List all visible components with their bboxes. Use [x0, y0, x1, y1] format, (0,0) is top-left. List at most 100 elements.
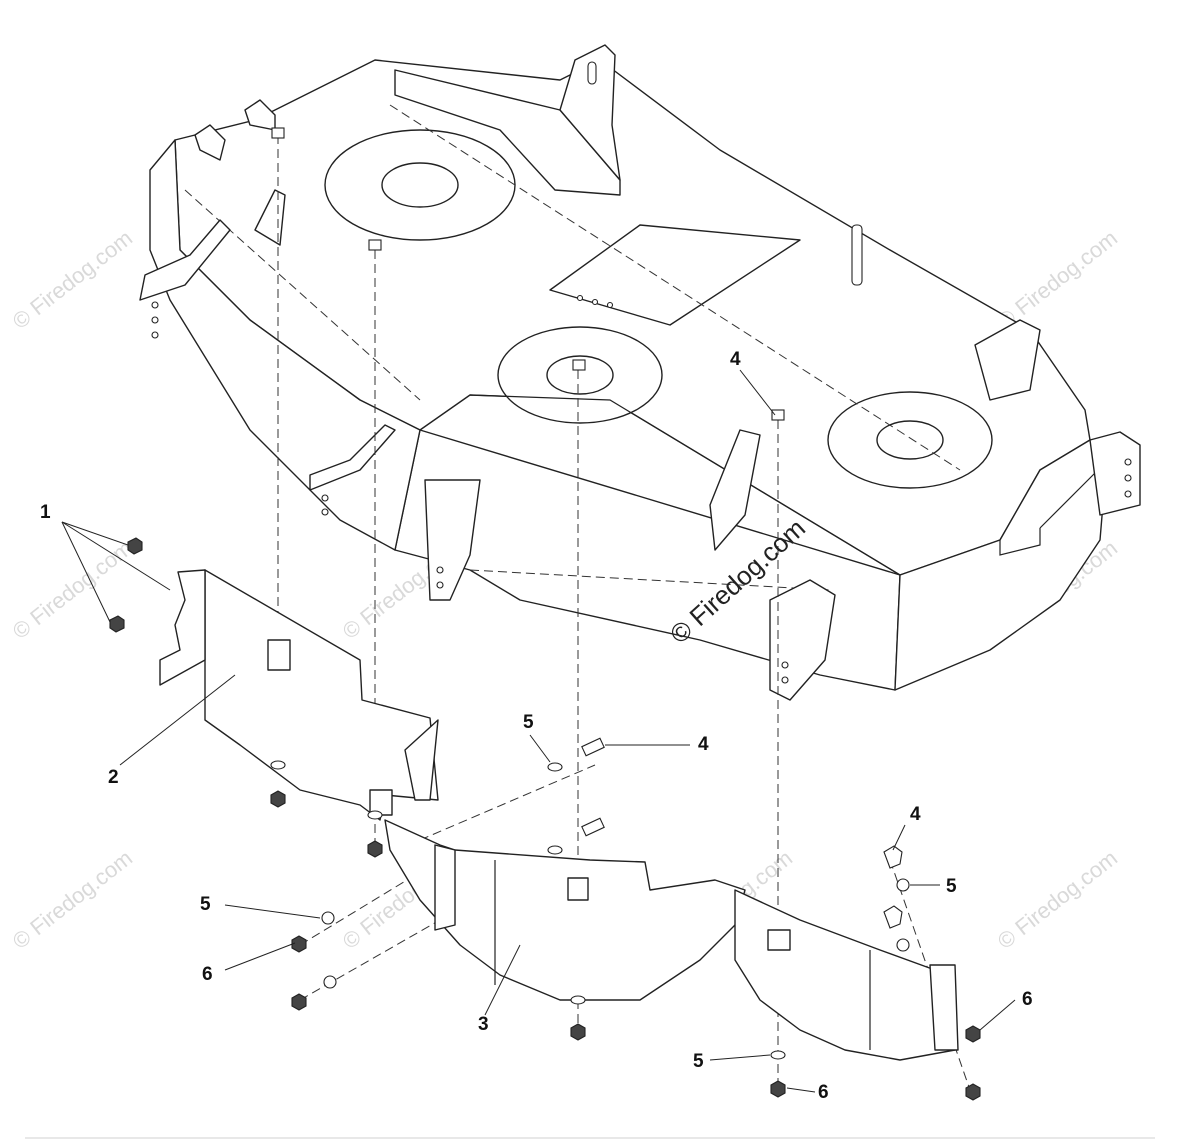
hole: [576, 294, 584, 302]
callout-5: 5: [523, 712, 534, 733]
baffle-right-flange: [929, 964, 959, 1051]
baffle-center-tab: [567, 877, 589, 901]
hardware: [109, 127, 981, 1101]
hole: [321, 508, 329, 516]
deck-post: [851, 224, 863, 286]
slot: [587, 61, 597, 85]
hole: [1124, 458, 1132, 466]
hole: [151, 301, 159, 309]
deck-front-edge: [469, 394, 901, 576]
assembly-line: [419, 764, 596, 841]
callout-6: 6: [1022, 989, 1033, 1010]
leader-line: [709, 1054, 771, 1061]
nut-icon: [367, 840, 383, 858]
baffle-right: [734, 889, 959, 1061]
spindle-hole-left: [381, 162, 459, 208]
hole: [781, 676, 789, 684]
bolt-icon: [581, 817, 605, 837]
bolt-icon: [581, 737, 605, 757]
leader-line: [61, 521, 171, 591]
assembly-line: [889, 859, 971, 1091]
washer-icon: [896, 878, 910, 892]
deck-skirt-edge: [1039, 469, 1099, 529]
nut-icon: [770, 1080, 786, 1098]
bolt-icon: [771, 409, 785, 421]
callout-4: 4: [730, 349, 741, 370]
hidden-line: [469, 569, 831, 591]
leader-line: [61, 521, 111, 623]
deck-rear-bracket: [559, 44, 621, 181]
leader-line: [61, 521, 129, 546]
callout-1: 1: [40, 502, 51, 523]
bolt-icon: [109, 615, 125, 633]
baffle-center: [384, 819, 746, 1001]
hidden-line: [389, 104, 961, 471]
leader-line: [739, 369, 776, 416]
assembly-line: [299, 919, 441, 1001]
hole: [151, 331, 159, 339]
hole: [151, 316, 159, 324]
bolt-icon: [368, 239, 382, 251]
callout-5: 5: [946, 876, 957, 897]
callout-5: 5: [200, 894, 211, 915]
callouts: 1 2 3 4 4 4 5 5 5 5 6 6 6: [40, 349, 1033, 1103]
bolt-icon: [271, 127, 285, 139]
deck-bracket: [974, 319, 1041, 401]
hole: [591, 298, 599, 306]
watermark-text: © Firedog.com: [8, 225, 137, 334]
callout-3: 3: [478, 1014, 489, 1035]
callout-6: 6: [202, 964, 213, 985]
nut-icon: [965, 1083, 981, 1101]
callout-5: 5: [693, 1051, 704, 1072]
spindle-hole-center: [546, 355, 614, 395]
nut-icon: [965, 1025, 981, 1043]
washer-icon: [547, 762, 563, 772]
belt-cover-plate: [549, 224, 801, 326]
watermark-text: © Firedog.com: [8, 845, 137, 954]
leader-line: [224, 942, 296, 971]
leader-line: [786, 1087, 816, 1093]
hole: [1124, 490, 1132, 498]
leader-line: [892, 824, 906, 851]
deck-bracket: [309, 424, 396, 491]
washer-icon: [321, 911, 335, 925]
bolt-icon: [883, 845, 903, 869]
washer-icon: [570, 995, 586, 1005]
hidden-line: [184, 189, 421, 401]
baffle-left-tab: [267, 639, 291, 671]
deck-bracket: [424, 479, 481, 601]
washer-icon: [323, 975, 337, 989]
leader-line: [979, 999, 1016, 1031]
hole: [436, 566, 444, 574]
baffle-left-tab: [369, 789, 393, 816]
callout-6: 6: [818, 1082, 829, 1103]
hole: [321, 494, 329, 502]
deck-bracket: [194, 124, 226, 161]
hole: [1124, 474, 1132, 482]
deck-bracket: [769, 579, 836, 701]
mower-deck: [139, 44, 1141, 701]
watermark-text: © Firedog.com: [993, 845, 1122, 954]
leader-line: [224, 904, 321, 919]
deck-bracket: [139, 219, 231, 301]
baffle-right-tab: [767, 929, 791, 951]
deck-bracket: [709, 429, 761, 551]
washer-icon: [770, 1050, 786, 1060]
nut-icon: [291, 993, 307, 1011]
watermark-text: © Firedog.com: [993, 225, 1122, 334]
leader-lines: [61, 369, 1016, 1093]
leader-line: [119, 674, 236, 766]
baffle-left: [159, 569, 439, 821]
callout-2: 2: [108, 767, 119, 788]
deck-bracket: [244, 99, 276, 131]
callout-4: 4: [698, 734, 709, 755]
nut-icon: [570, 1023, 586, 1041]
baffle-right-body: [734, 889, 956, 1061]
callout-4: 4: [910, 804, 921, 825]
baffle-center-flange: [434, 844, 456, 931]
baffle-left-flange: [159, 569, 206, 686]
leader-line: [529, 734, 551, 763]
hole: [606, 301, 614, 309]
spindle-hole-right: [876, 420, 944, 460]
